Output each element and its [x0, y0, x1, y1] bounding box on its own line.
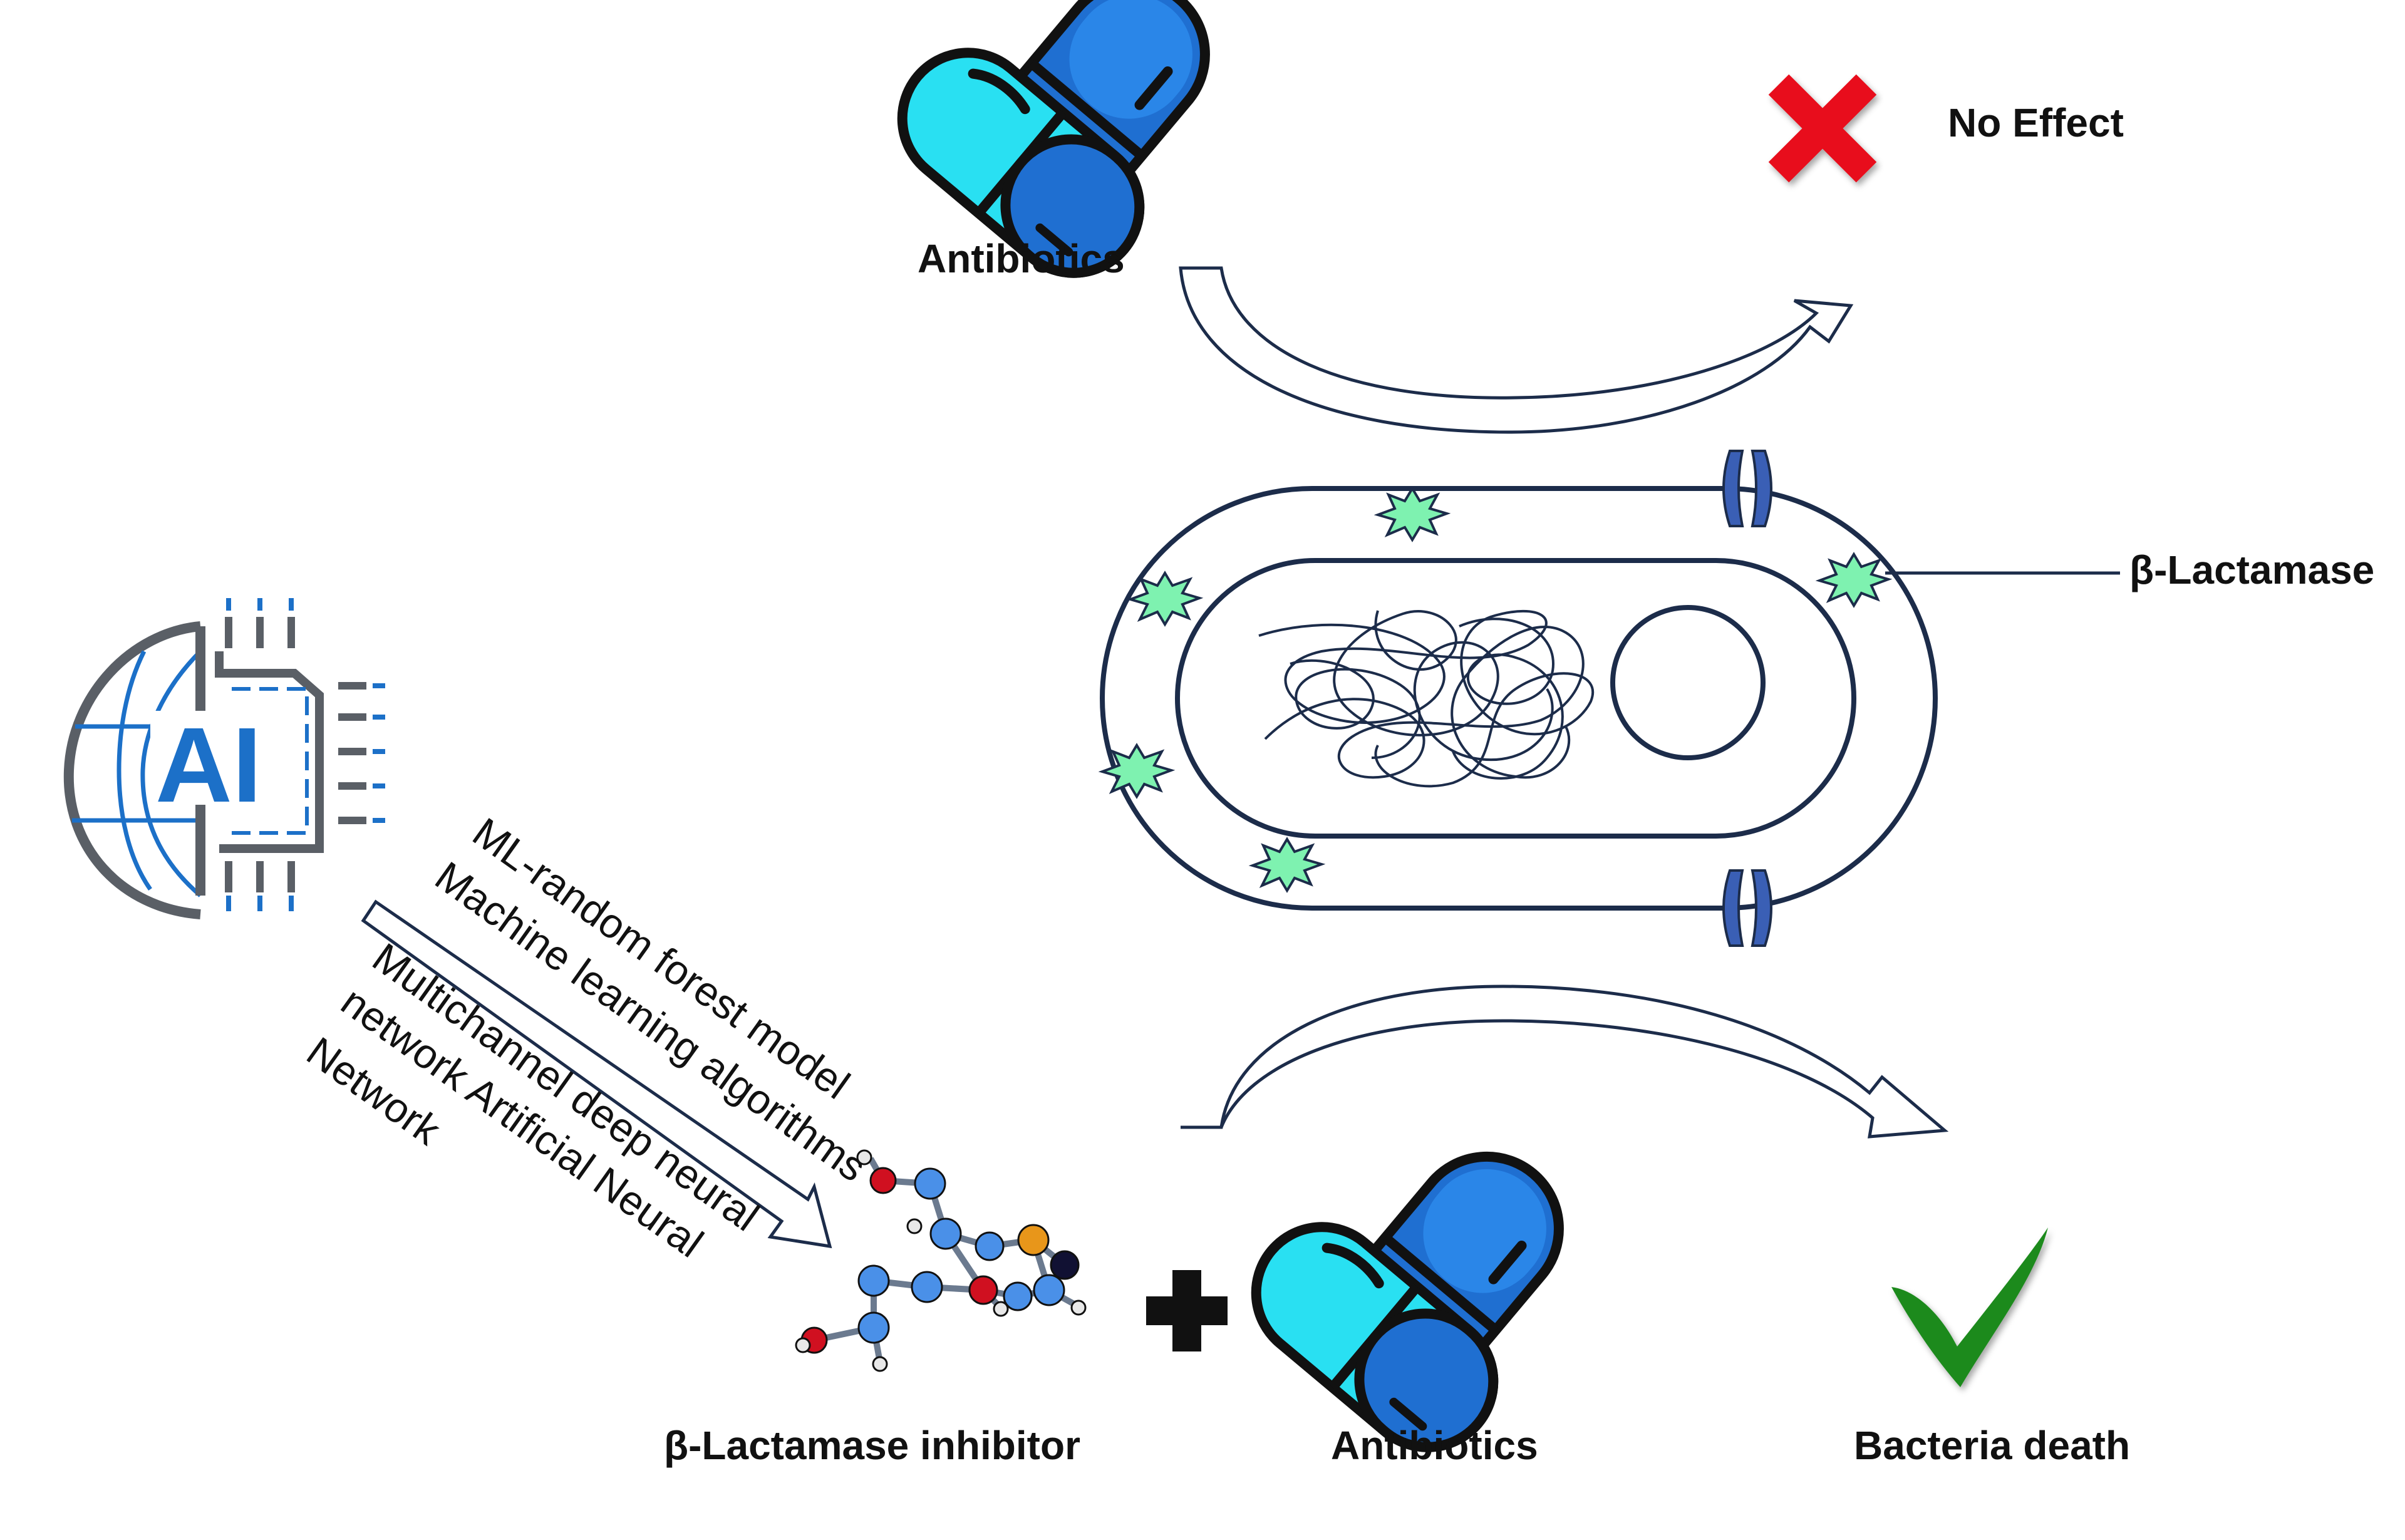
green-checkmark-icon — [1891, 1227, 2048, 1387]
ai-label: AI — [155, 706, 262, 825]
beta-lactamase-label: β-Lactamase — [2129, 547, 2374, 592]
diagonal-arrow — [361, 899, 832, 1249]
molecule-icon — [795, 1149, 1087, 1372]
beta-lactamase-enzyme — [1818, 553, 1890, 607]
beta-lactamase-enzyme — [1251, 838, 1323, 892]
no-effect-label: No Effect — [1948, 100, 2124, 145]
bacterium — [1100, 450, 1938, 947]
cell-wall — [1100, 486, 1938, 911]
ai-chip-icon: AI — [63, 598, 385, 919]
capsule-icon-bottom — [1229, 1127, 1588, 1474]
cell-membrane — [1175, 558, 1856, 839]
plasmid — [1610, 605, 1766, 760]
beta-lactamase-enzyme — [1377, 487, 1448, 541]
beta-lactamase-enzyme — [1129, 572, 1201, 626]
antibiotics-bottom-label: Antibiotics — [1331, 1423, 1538, 1468]
curved-arrow-bottom — [1181, 984, 1949, 1139]
antibiotics-top-label: Antibiotics — [918, 236, 1125, 281]
curved-arrow-top — [1179, 266, 1854, 434]
beta-lactamase-enzyme — [1101, 744, 1172, 798]
inhibitor-label: β-Lactamase inhibitor — [664, 1423, 1080, 1468]
red-x-icon — [1768, 74, 1877, 183]
dna-tangle — [1258, 609, 1594, 788]
bacteria-death-label: Bacteria death — [1854, 1423, 2130, 1468]
plus-icon — [1146, 1270, 1228, 1351]
